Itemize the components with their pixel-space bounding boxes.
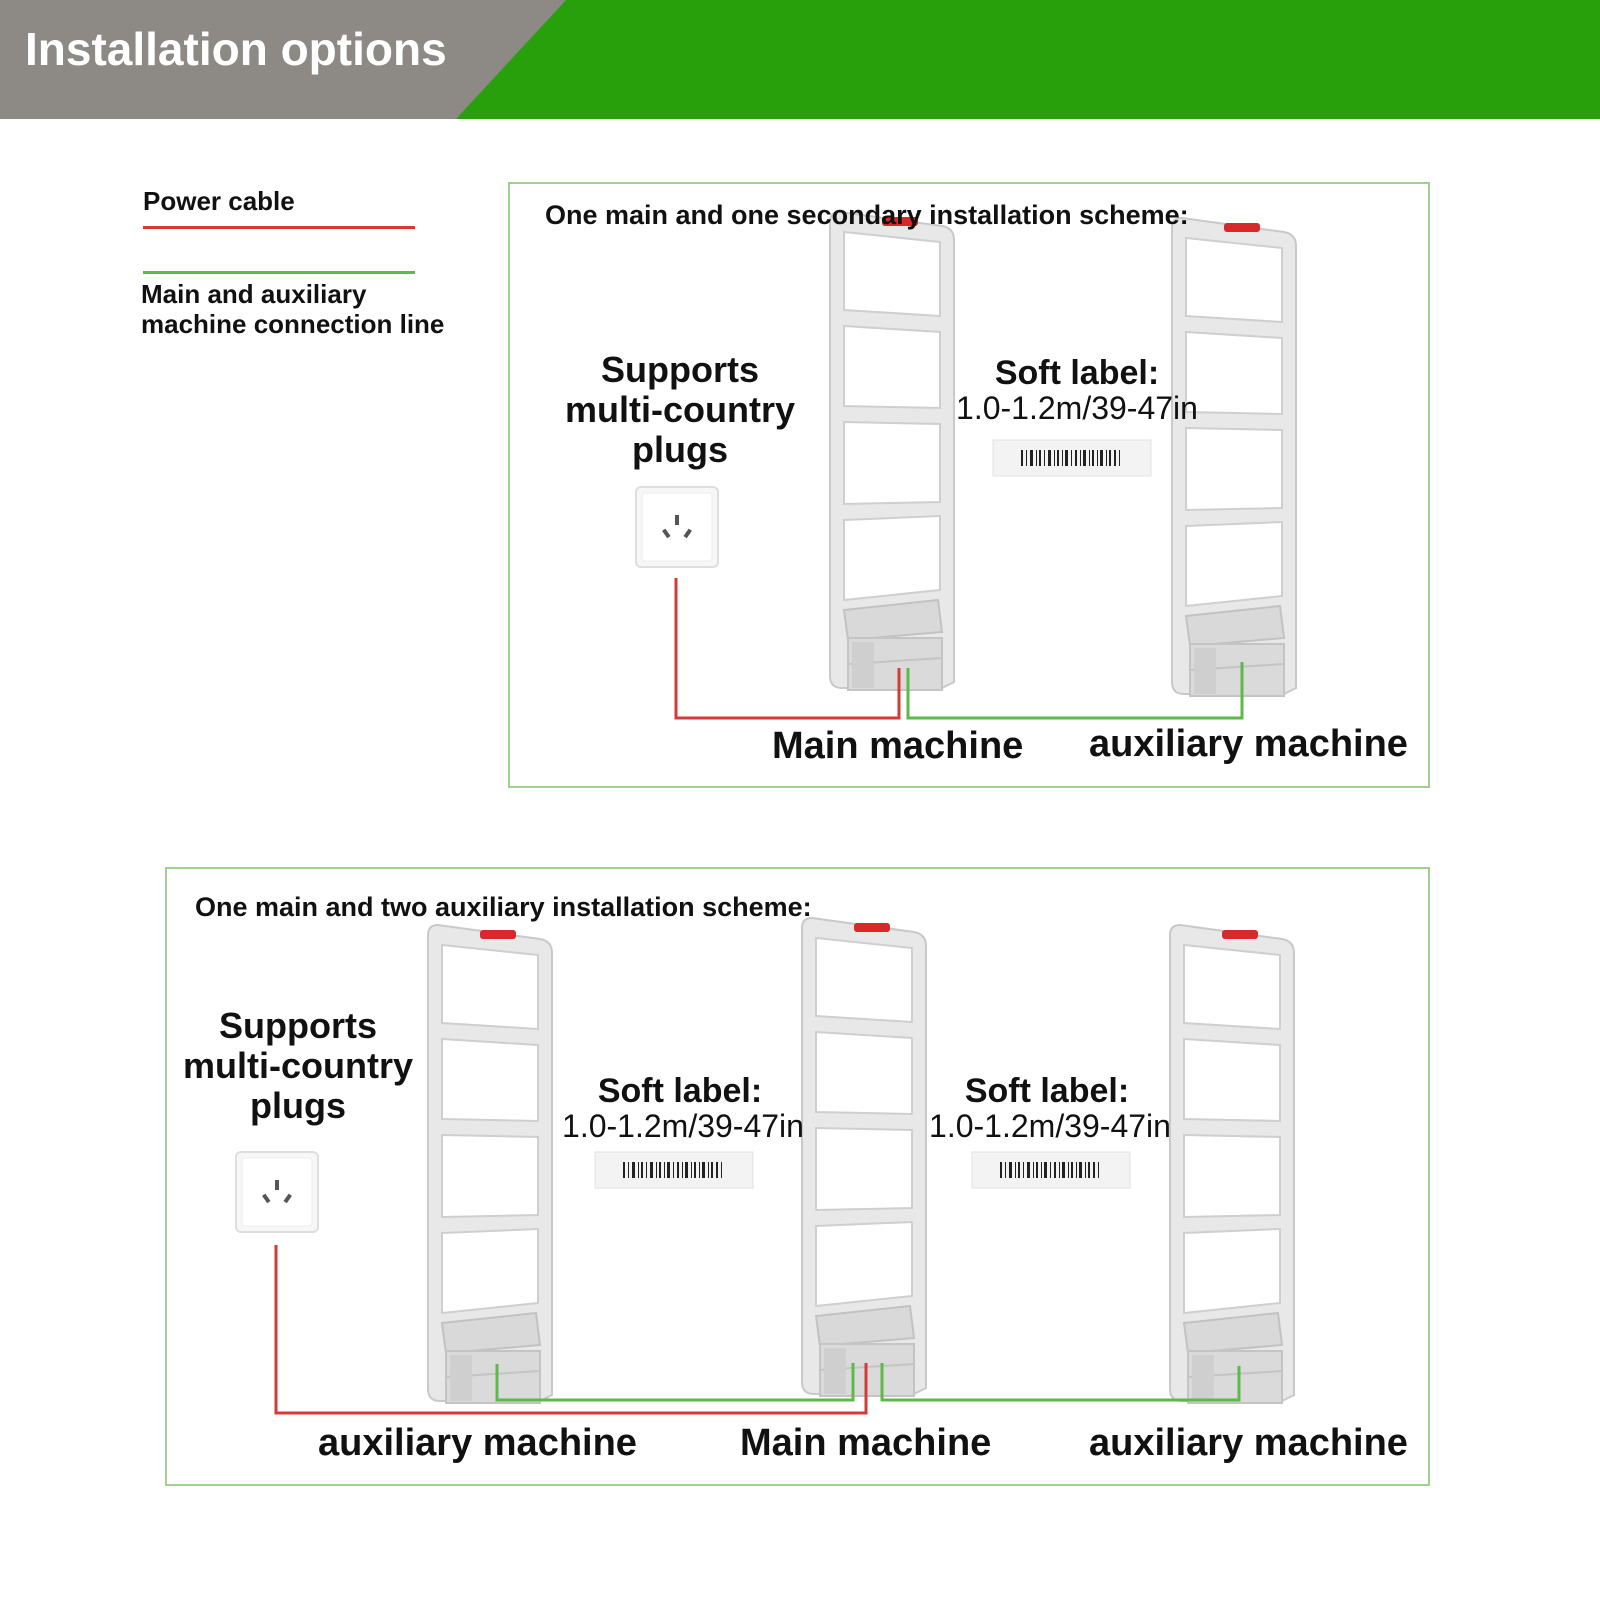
scheme-two-aux-right-machine-label: auxiliary machine	[1089, 1422, 1408, 1464]
scheme-one-soft-label-range: 1.0-1.2m/39-47in	[956, 390, 1198, 426]
scheme-two-soft-label-right-range: 1.0-1.2m/39-47in	[929, 1108, 1171, 1144]
legend-connection-line	[143, 271, 415, 274]
scheme-one-soft-label-title: Soft label:	[994, 354, 1160, 392]
scheme-two-plugs-line-3: plugs	[250, 1085, 346, 1126]
scheme-one-plugs-line-2: multi-country	[565, 389, 795, 430]
scheme-one-panel	[508, 182, 1430, 788]
legend-connection-label-2: machine connection line	[141, 309, 445, 339]
scheme-two-main-machine-label: Main machine	[740, 1422, 992, 1464]
scheme-two-panel	[165, 867, 1430, 1486]
scheme-two-title: One main and two auxiliary installation …	[195, 892, 812, 922]
scheme-two-aux-left-machine-label: auxiliary machine	[318, 1422, 637, 1464]
scheme-two-soft-label-right-title: Soft label:	[964, 1072, 1130, 1110]
scheme-two-plugs-line-1: Supports	[219, 1005, 377, 1046]
scheme-two-soft-label-left-title: Soft label:	[597, 1072, 763, 1110]
scheme-two-plugs-line-2: multi-country	[183, 1045, 413, 1086]
page-title: Installation options	[25, 23, 447, 75]
legend-power-cable-label: Power cable	[143, 186, 295, 216]
header-band	[0, 0, 1600, 119]
scheme-one-main-machine-label: Main machine	[772, 725, 1024, 767]
scheme-one-plugs-line-3: plugs	[632, 429, 728, 470]
scheme-two-soft-label-left-range: 1.0-1.2m/39-47in	[562, 1108, 804, 1144]
scheme-one-aux-machine-label: auxiliary machine	[1089, 723, 1408, 765]
legend-power-cable-line	[143, 226, 415, 229]
scheme-one-title: One main and one secondary installation …	[545, 200, 1189, 230]
legend-connection-label-1: Main and auxiliary	[141, 279, 367, 309]
scheme-one-plugs-line-1: Supports	[601, 349, 759, 390]
